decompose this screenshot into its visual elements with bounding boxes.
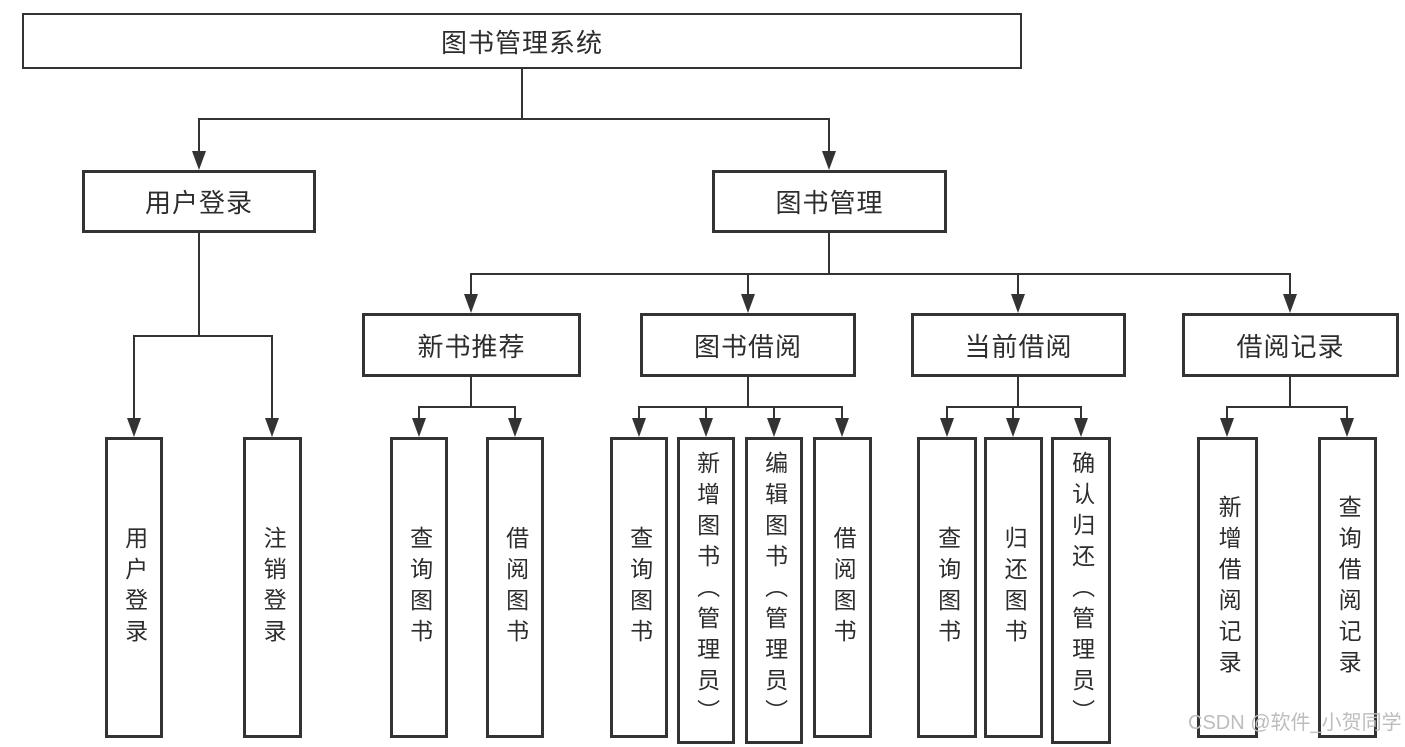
arrowhead-down-icon [1220, 418, 1234, 437]
connector-to-new-book [470, 273, 472, 296]
connector-borrow-records-drop [1289, 377, 1291, 407]
connector-borrow-records-hbar [1226, 406, 1348, 408]
arrowhead-down-icon [464, 294, 478, 313]
node-label: 新增图书（管理员） [693, 451, 720, 730]
node-label: 确认归还（管理员） [1068, 451, 1095, 730]
leaf-confirm-return-admin: 确认归还（管理员） [1051, 437, 1111, 744]
arrowhead-down-icon [767, 418, 781, 437]
node-label: 归还图书 [1001, 525, 1028, 650]
leaf-logout: 注销登录 [243, 437, 302, 738]
node-label: 查询图书 [626, 525, 653, 650]
connector-stub [1346, 406, 1348, 420]
node-label: 用户登录 [144, 188, 253, 218]
node-book-management: 图书管理 [712, 170, 947, 233]
csdn-watermark: CSDN @软件_小贺同学 [1188, 712, 1402, 734]
connector-new-book-drop [470, 377, 472, 407]
arrowhead-down-icon [699, 418, 713, 437]
node-borrow-records: 借阅记录 [1182, 313, 1399, 377]
node-root-library-system: 图书管理系统 [22, 13, 1022, 69]
arrowhead-down-icon [508, 418, 522, 437]
node-label: 图书管理 [775, 188, 884, 218]
arrowhead-down-icon [632, 418, 646, 437]
node-book-borrow: 图书借阅 [640, 313, 856, 377]
arrowhead-down-icon [1074, 418, 1088, 437]
connector-stub [1012, 406, 1014, 420]
connector-stub [773, 406, 775, 420]
node-label: 借阅图书 [502, 525, 529, 650]
node-current-borrow: 当前借阅 [911, 313, 1126, 377]
leaf-borrow-books-recommend: 借阅图书 [486, 437, 544, 738]
connector-stub [841, 406, 843, 420]
arrowhead-down-icon [741, 294, 755, 313]
node-label: 借阅记录 [1236, 331, 1345, 362]
node-label: 查询图书 [406, 525, 433, 650]
connector-book-borrow-drop [747, 377, 749, 407]
connector-book-mgmt-hbar [470, 273, 1291, 275]
node-user-login: 用户登录 [82, 170, 316, 233]
arrowhead-down-icon [1011, 294, 1025, 313]
connector-to-leaf-user-login [133, 335, 135, 419]
arrowhead-down-icon [265, 418, 279, 437]
connector-book-borrow-hbar [638, 406, 843, 408]
node-label: 用户登录 [121, 525, 148, 650]
leaf-edit-book-admin: 编辑图书（管理员） [745, 437, 803, 744]
connector-stub [1226, 406, 1228, 420]
connector-user-login-hbar [133, 335, 273, 337]
node-label: 注销登录 [260, 525, 287, 650]
leaf-borrow-books: 借阅图书 [813, 437, 872, 738]
arrowhead-down-icon [822, 151, 836, 170]
connector-current-borrow-hbar [946, 406, 1082, 408]
connector-root-drop [521, 69, 523, 118]
node-new-book-recommend: 新书推荐 [362, 313, 581, 377]
node-label: 查询借阅记录 [1335, 494, 1362, 681]
arrowhead-down-icon [412, 418, 426, 437]
leaf-query-books-recommend: 查询图书 [390, 437, 448, 738]
node-label: 当前借阅 [964, 331, 1073, 362]
connector-to-current-borrow [1017, 273, 1019, 296]
connector-current-borrow-drop [1017, 377, 1019, 407]
connector-to-book-management [828, 118, 830, 155]
node-label: 编辑图书（管理员） [761, 451, 788, 730]
leaf-user-login: 用户登录 [105, 437, 163, 738]
arrowhead-down-icon [192, 151, 206, 170]
connector-stub [418, 406, 420, 420]
node-label: 新增借阅记录 [1215, 494, 1242, 681]
connector-stub [514, 406, 516, 420]
connector-root-hbar [198, 118, 830, 120]
connector-stub [705, 406, 707, 420]
connector-to-borrow-records [1289, 273, 1291, 296]
node-label: 查询图书 [934, 525, 961, 650]
connector-stub [1080, 406, 1082, 420]
connector-new-book-hbar [418, 406, 516, 408]
node-label: 图书借阅 [693, 331, 802, 362]
leaf-query-books-current: 查询图书 [917, 437, 977, 738]
arrowhead-down-icon [1006, 418, 1020, 437]
connector-to-user-login [198, 118, 200, 155]
leaf-return-book: 归还图书 [984, 437, 1043, 738]
connector-stub [638, 406, 640, 420]
arrowhead-down-icon [1340, 418, 1354, 437]
arrowhead-down-icon [1283, 294, 1297, 313]
leaf-query-borrow-record: 查询借阅记录 [1318, 437, 1377, 738]
leaf-add-borrow-record: 新增借阅记录 [1197, 437, 1258, 738]
connector-book-mgmt-drop [828, 233, 830, 274]
arrowhead-down-icon [127, 418, 141, 437]
leaf-query-books-borrow: 查询图书 [610, 437, 668, 738]
node-label: 新书推荐 [417, 331, 526, 362]
node-label: 图书管理系统 [440, 27, 603, 58]
connector-to-book-borrow [747, 273, 749, 296]
arrowhead-down-icon [835, 418, 849, 437]
connector-to-leaf-logout [271, 335, 273, 419]
connector-user-login-drop [198, 233, 200, 336]
connector-stub [946, 406, 948, 420]
node-label: 借阅图书 [830, 525, 857, 650]
leaf-add-book-admin: 新增图书（管理员） [677, 437, 735, 744]
arrowhead-down-icon [940, 418, 954, 437]
